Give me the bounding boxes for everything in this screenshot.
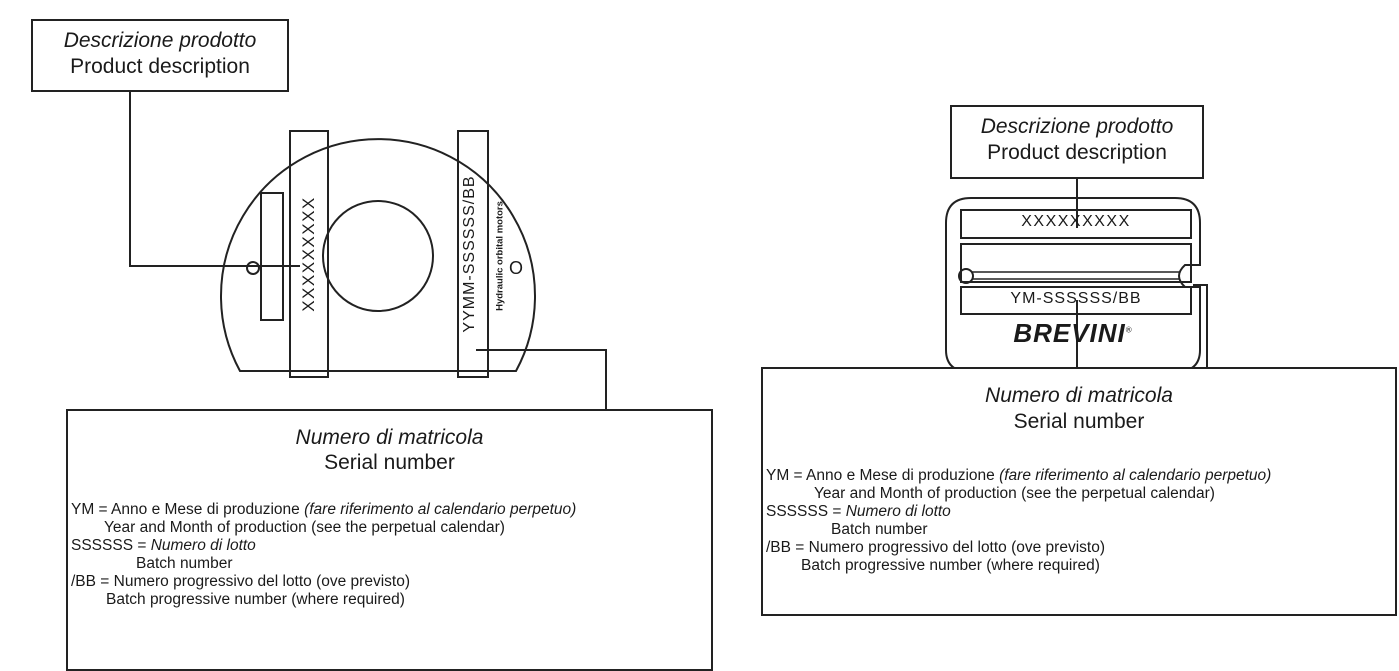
left-legend-ss-en: Batch number [136, 555, 233, 572]
right-product-description-box: Descrizione prodotto Product description [950, 105, 1204, 179]
left-product-description-box: Descrizione prodotto Product description [31, 19, 289, 92]
left-serial-leader [476, 349, 607, 410]
right-serial-title-en: Serial number [1013, 410, 1145, 433]
left-rivet-hole [246, 261, 260, 275]
right-tag-outline [945, 197, 1201, 373]
left-legend-ym-en: Year and Month of production (see the pe… [104, 519, 505, 536]
right-legend-ss: SSSSSS = Numero di lotto [766, 503, 951, 520]
right-legend-bb-en: Batch progressive number (where required… [801, 557, 1100, 574]
right-legend-bb: /BB = Numero progressivo del lotto (ove … [766, 539, 1105, 556]
left-code-strip [289, 130, 329, 378]
left-serial-strip [457, 130, 489, 378]
right-legend-ss-en: Batch number [831, 521, 928, 538]
left-plate-outline [220, 138, 536, 372]
left-center-hole [322, 200, 434, 312]
right-rivet-hole [958, 268, 974, 284]
left-code-text: XXXXXXXXX [299, 196, 318, 312]
left-legend-bb-en: Batch progressive number (where required… [106, 591, 405, 608]
left-serial-legend-box: Numero di matricola Serial number YM = A… [66, 409, 713, 671]
right-code-text: XXXXXXXXX [1021, 213, 1131, 230]
right-desc-en: Product description [987, 141, 1167, 164]
diagram-canvas [129, 91, 1208, 410]
brevini-logo: BREVINI® [1013, 318, 1133, 348]
right-serial-title-it: Numero di matricola [985, 384, 1173, 407]
right-serial-legend-box: Numero di matricola Serial number YM = A… [761, 367, 1397, 616]
left-desc-en: Product description [70, 55, 250, 78]
right-legend-ym-en: Year and Month of production (see the pe… [814, 485, 1215, 502]
left-serial-text: YYMM-SSSSSS/BB [461, 175, 478, 333]
left-legend-ss: SSSSSS = Numero di lotto [71, 537, 256, 554]
left-small-rect [260, 192, 284, 321]
left-legend-ym: YM = Anno e Mese di produzione (fare rif… [71, 501, 577, 518]
left-brand-small-text: Hydraulic orbital motors [494, 201, 506, 311]
left-desc-leader [129, 91, 300, 267]
left-legend-bb: /BB = Numero progressivo del lotto (ove … [71, 573, 410, 590]
left-serial-title-it: Numero di matricola [295, 426, 484, 449]
left-circle-letter: O [509, 258, 524, 278]
right-legend-ym: YM = Anno e Mese di produzione (fare rif… [766, 467, 1272, 484]
right-serial-text: YM-SSSSSS/BB [1010, 290, 1142, 307]
right-desc-it: Descrizione prodotto [980, 115, 1174, 138]
left-serial-title-en: Serial number [324, 451, 455, 474]
left-desc-it: Descrizione prodotto [63, 29, 257, 52]
right-mid-box [960, 243, 1192, 283]
right-serial-leader-2 [1193, 284, 1208, 368]
